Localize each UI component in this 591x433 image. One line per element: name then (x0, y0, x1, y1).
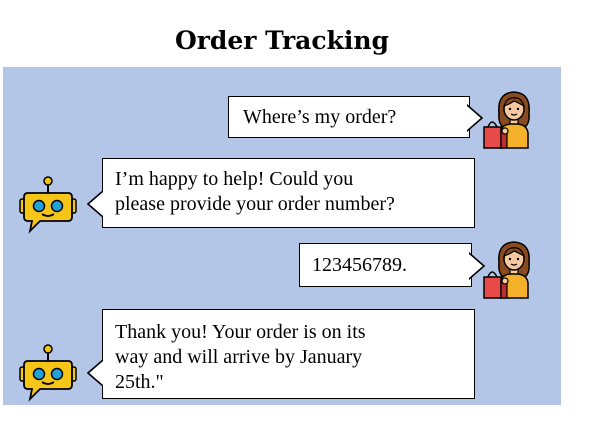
shopper-icon (483, 237, 545, 299)
shopper-icon (483, 87, 545, 149)
message-text: 123456789. (312, 254, 407, 276)
message-text: Thank you! Your order is on its way and … (115, 321, 366, 393)
bubble-tail (467, 104, 483, 132)
bot-message-bubble: Thank you! Your order is on its way and … (102, 309, 475, 399)
message-text: Where’s my order? (243, 106, 397, 128)
bubble-tail (87, 359, 103, 387)
message-text: I’m happy to help! Could you please prov… (115, 168, 395, 215)
user-message-bubble: Where’s my order? (228, 96, 470, 138)
bubble-tail (469, 252, 485, 280)
user-message-bubble: 123456789. (299, 243, 472, 287)
robot-icon (18, 343, 78, 405)
bot-message-bubble: I’m happy to help! Could you please prov… (102, 158, 475, 228)
bubble-tail (87, 190, 103, 218)
page-title: Order Tracking (174, 26, 390, 55)
robot-icon (18, 175, 78, 237)
